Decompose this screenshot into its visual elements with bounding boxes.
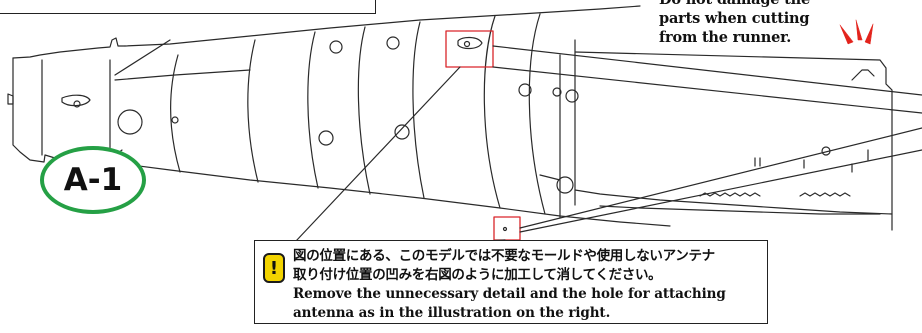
warning-line: Do not damage the	[659, 0, 829, 9]
cut-marks-icon	[839, 19, 874, 45]
warning-caption: Do not damage the parts when cutting fro…	[659, 0, 829, 47]
note-japanese-line: 図の位置にある、このモデルでは不要なモールドや使用しないアンテナ	[293, 248, 715, 264]
warning-line: parts when cutting	[659, 10, 810, 27]
highlight-box-upper	[445, 30, 494, 68]
note-english-line: Remove the unnecessary detail and the ho…	[293, 286, 726, 302]
note-japanese-line: 取り付け位置の凹みを右図のように加工して消してください。	[293, 267, 662, 283]
leader-line	[492, 66, 922, 114]
note-english-line: antenna as in the illustration on the ri…	[293, 305, 611, 321]
fuselage-nose	[7, 93, 14, 105]
warning-line: from the runner.	[659, 29, 792, 46]
fuselage-bottom-edge	[107, 161, 671, 227]
leader-line	[519, 127, 922, 229]
note-text: 図の位置にある、このモデルでは不要なモールドや使用しないアンテナ 取り付け位置の…	[293, 247, 763, 323]
leader-line	[519, 149, 922, 233]
previous-step-frame	[0, 0, 376, 14]
note-box: ! 図の位置にある、このモデルでは不要なモールドや使用しないアンテナ 取り付け位…	[254, 240, 768, 324]
exclamation-icon: !	[263, 253, 285, 283]
fuselage-top-edge	[124, 5, 641, 47]
leader-line	[492, 45, 922, 96]
part-number-badge: A-1	[40, 146, 146, 214]
